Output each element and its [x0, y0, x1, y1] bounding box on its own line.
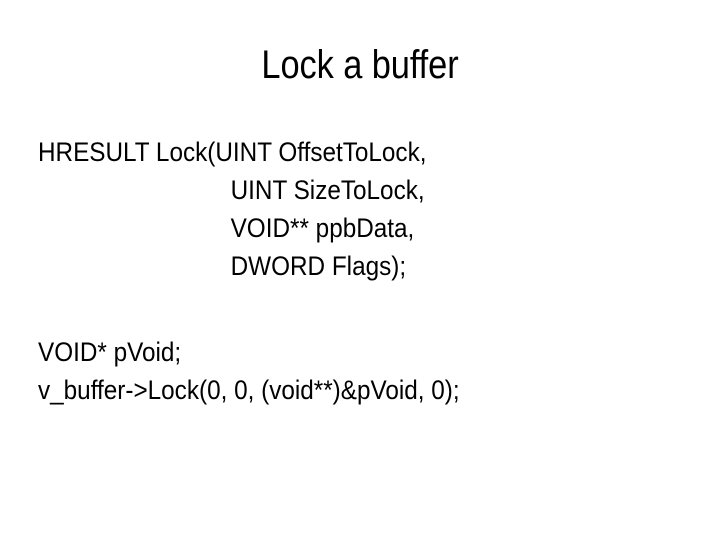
code-line: HRESULT Lock(UINT OffsetToLock,: [38, 137, 427, 167]
code-line: VOID** ppbData,: [230, 213, 415, 243]
blank-separator-line: [38, 285, 698, 323]
code-line: DWORD Flags);: [230, 251, 407, 281]
code-line: VOID* pVoid;: [38, 337, 182, 367]
code-line: v_buffer->Lock(0, 0, (void**)&pVoid, 0);: [38, 375, 460, 405]
code-line: UINT SizeToLock,: [230, 175, 425, 205]
block-spacer: [38, 323, 698, 333]
usage-example-block: VOID* pVoid; v_buffer->Lock(0, 0, (void*…: [38, 333, 698, 409]
page-title: Lock a buffer: [261, 43, 459, 87]
function-signature-block: HRESULT Lock(UINT OffsetToLock, UINT Siz…: [38, 133, 698, 285]
slide-body: HRESULT Lock(UINT OffsetToLock, UINT Siz…: [38, 133, 698, 409]
